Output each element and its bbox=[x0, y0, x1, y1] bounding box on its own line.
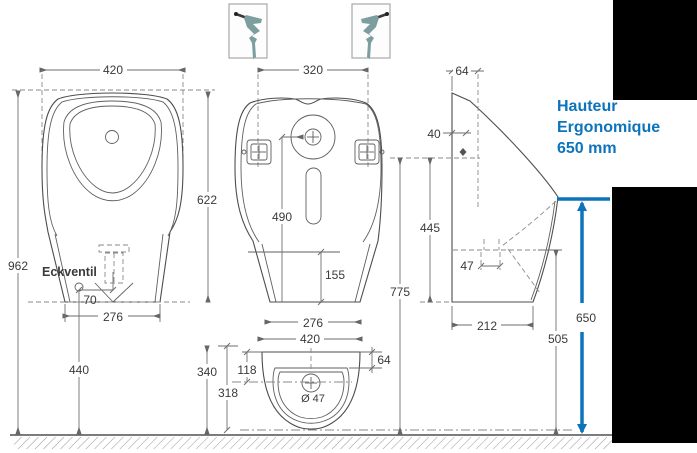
top-view-outline bbox=[261, 351, 361, 430]
ground-line bbox=[10, 434, 612, 449]
side-view-outline bbox=[451, 92, 559, 303]
dim-318: 318 bbox=[218, 386, 238, 400]
dim-drain-diameter: Ø 47 bbox=[301, 393, 325, 405]
siphon-hidden-lines bbox=[94, 244, 134, 303]
dim-40: 40 bbox=[427, 127, 441, 141]
drain-hole bbox=[301, 373, 321, 393]
eckventil-label: Eckventil bbox=[42, 265, 97, 279]
note-line-2: Ergonomique bbox=[557, 119, 661, 136]
dim-276-back: 276 bbox=[303, 316, 323, 330]
back-view bbox=[234, 74, 385, 303]
outlet-slot bbox=[305, 167, 322, 225]
dim-962: 962 bbox=[8, 259, 28, 273]
dim-420-front: 420 bbox=[103, 63, 123, 77]
mount-bracket-icon bbox=[351, 3, 391, 59]
mount-bracket-left bbox=[241, 139, 272, 165]
top-view: Ø 47 bbox=[232, 340, 575, 431]
dim-445: 445 bbox=[420, 221, 440, 235]
dim-64-top: 64 bbox=[377, 353, 391, 367]
dim-320: 320 bbox=[303, 63, 323, 77]
top-view-dimensions: 420 340 318 118 64 bbox=[193, 332, 391, 435]
dim-64-side: 64 bbox=[455, 64, 469, 78]
back-view-dimensions: 320 490 155 276 bbox=[257, 63, 369, 330]
dim-276-front: 276 bbox=[103, 310, 123, 324]
front-view-outline bbox=[41, 92, 184, 303]
dim-420-top: 420 bbox=[300, 332, 320, 346]
back-view-outline bbox=[234, 97, 383, 303]
dim-212: 212 bbox=[477, 319, 497, 333]
mount-bracket-icon bbox=[228, 3, 268, 59]
spray-hole bbox=[105, 130, 119, 144]
mount-bracket-right bbox=[354, 139, 385, 165]
front-view: Eckventil 70 bbox=[12, 74, 215, 307]
dim-70: 70 bbox=[83, 293, 97, 307]
masked-region-right bbox=[612, 187, 697, 443]
dim-155: 155 bbox=[325, 268, 345, 282]
side-view bbox=[390, 74, 559, 303]
dim-775: 775 bbox=[390, 285, 410, 299]
side-view-dimensions: 64 40 445 775 47 212 505 bbox=[386, 64, 572, 435]
dim-440: 440 bbox=[69, 363, 89, 377]
mount-point-marker bbox=[459, 148, 467, 156]
masked-region-top-right bbox=[613, 0, 697, 100]
dim-622: 622 bbox=[197, 193, 217, 207]
dim-650: 650 bbox=[576, 311, 596, 325]
note-line-3: 650 mm bbox=[557, 140, 617, 157]
note-line-1: Hauteur bbox=[557, 98, 618, 115]
ergonomic-height-dimension: 650 bbox=[557, 197, 610, 434]
dim-505: 505 bbox=[548, 332, 568, 346]
front-view-dimensions: 420 962 440 276 622 bbox=[4, 63, 222, 435]
dim-47: 47 bbox=[460, 259, 474, 273]
dim-490: 490 bbox=[272, 210, 292, 224]
dim-340: 340 bbox=[197, 365, 217, 379]
dim-118: 118 bbox=[237, 363, 256, 377]
front-basin bbox=[63, 100, 162, 202]
ergonomic-height-note: Hauteur Ergonomique 650 mm bbox=[557, 96, 660, 159]
